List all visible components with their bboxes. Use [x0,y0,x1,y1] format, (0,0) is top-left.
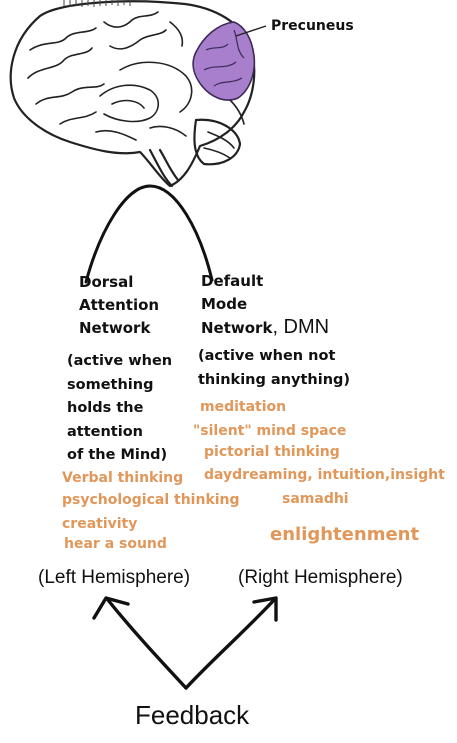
default-line-3-text: Network [201,319,273,337]
precuneus-pointer [235,25,267,37]
activity-meditation: meditation [200,399,287,415]
default-mode-network-label: Default Mode Network, DMN [201,270,329,340]
right-hemisphere-label: (Right Hemisphere) [238,567,403,588]
dorsal-line-2: Attention [79,296,160,314]
feedback-right-curve [184,598,276,690]
precuneus-region [192,21,256,101]
dan-desc-line-4: attention [67,423,143,440]
default-line-1: Default [201,272,264,290]
activity-silent-mind-space: "silent" mind space [193,423,347,439]
dan-desc-line-5: of the Mind) [67,447,168,463]
dmn-description: (active when not thinking anything) [198,345,350,392]
activity-creativity: creativity [62,516,138,532]
default-line-3: Network, DMN [201,316,329,340]
dorsal-line-1: Dorsal [79,273,134,291]
dan-description: (active when something holds the attenti… [67,350,172,468]
dan-desc-line-3: holds the [67,400,144,416]
dmn-abbreviation: , DMN [272,316,330,338]
precuneus-label: Precuneus [271,18,354,34]
dmn-desc-line-2: thinking anything) [198,371,351,388]
brain-illustration [9,0,267,188]
activity-hear-a-sound: hear a sound [64,536,167,552]
dan-desc-line-1: (active when [67,353,173,369]
feedback-left-arrowhead [92,596,130,620]
activity-samadhi: samadhi [282,491,349,507]
feedback-left-curve [106,598,188,690]
network-arch [84,184,214,284]
activity-psychological-thinking: psychological thinking [62,492,240,508]
dorsal-attention-network-label: Dorsal Attention Network [79,271,159,340]
dan-desc-line-2: something [67,376,154,393]
left-hemisphere-label: (Left Hemisphere) [38,567,191,588]
feedback-right-arrowhead [252,596,278,622]
activity-verbal-thinking: Verbal thinking [62,470,184,486]
dmn-desc-line-1: (active when not [198,348,336,364]
activity-pictorial-thinking: pictorial thinking [204,444,340,460]
feedback-arrows [92,596,278,690]
cerebellum [193,118,242,166]
dorsal-line-3: Network [79,319,151,337]
activity-daydreaming: daydreaming, intuition,insight [204,467,445,483]
feedback-label: Feedback [135,700,250,730]
activity-enlightenment: enlightenment [270,524,420,545]
brain-outline [9,0,256,188]
default-line-2: Mode [201,295,248,313]
